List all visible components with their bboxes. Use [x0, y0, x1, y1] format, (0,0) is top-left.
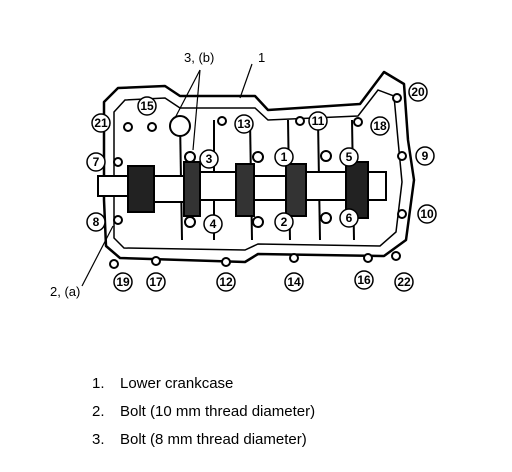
crankcase-inner-outline	[113, 89, 403, 251]
crankcase-outline	[102, 70, 416, 264]
bolt-label-22	[394, 272, 414, 292]
bolt-label-18	[370, 116, 390, 136]
legend-item: 2. Bolt (10 mm thread diameter)	[92, 398, 315, 426]
bolt-text-8: 8	[93, 215, 100, 229]
crankshaft	[97, 161, 387, 219]
crankcase-diagram: 1 2 3 4 5 6 7 8 9 10 11 12 13 14 15 16 1…	[50, 50, 437, 299]
legend-text: Lower crankcase	[120, 375, 234, 392]
bolt-label-20	[408, 82, 428, 102]
bolt-label-9	[415, 146, 435, 166]
bolt-label-7	[86, 152, 106, 172]
callout-3b: 3, (b)	[184, 50, 214, 65]
bolt-text-22: 22	[397, 275, 411, 289]
bolt-label-10	[417, 204, 437, 224]
bolt-label-1	[274, 147, 294, 167]
legend-item: 3. Bolt (8 mm thread diameter)	[92, 426, 315, 454]
bolt-text-15: 15	[140, 99, 154, 113]
legend-number: 1.	[92, 375, 105, 392]
legend-number: 3.	[92, 431, 105, 448]
bolt-label-2	[274, 212, 294, 232]
bolt-text-16: 16	[357, 273, 371, 287]
bolt-text-14: 14	[287, 275, 301, 289]
bolt-text-17: 17	[149, 275, 163, 289]
bolt-label-21	[91, 113, 111, 133]
bolt-text-2: 2	[281, 215, 288, 229]
bolt-label-13	[234, 114, 254, 134]
bolt-label-11	[308, 111, 328, 131]
bolt-label-16	[354, 270, 374, 290]
bolt-label-17	[146, 272, 166, 292]
bolt-label-15	[137, 96, 157, 116]
bolt-label-8	[86, 212, 106, 232]
legend-item: 1. Lower crankcase	[92, 370, 315, 398]
bolt-label-12	[216, 272, 236, 292]
callout-1: 1	[258, 50, 265, 65]
leader-lines	[81, 63, 253, 287]
bolt-text-7: 7	[93, 155, 100, 169]
bolt-label-texts: 1 2 3 4 5 6 7 8 9 10 11 12 13 14 15 16 1…	[93, 85, 434, 289]
bolt-label-4	[203, 214, 223, 234]
bolt-text-21: 21	[94, 116, 108, 130]
bolt-text-11: 11	[312, 114, 325, 128]
bolt-labels	[86, 82, 437, 292]
bolt-text-6: 6	[346, 211, 353, 225]
bolt-text-20: 20	[411, 85, 425, 99]
bolt-text-19: 19	[116, 275, 130, 289]
bolt-text-5: 5	[346, 150, 353, 164]
bolt-text-18: 18	[373, 119, 387, 133]
bolt-text-9: 9	[422, 149, 429, 163]
legend: 1. Lower crankcase 2. Bolt (10 mm thread…	[92, 370, 315, 454]
bolt-text-10: 10	[420, 207, 434, 221]
bolt-text-4: 4	[210, 217, 217, 231]
legend-number: 2.	[92, 403, 105, 420]
bolt-text-3: 3	[206, 152, 213, 166]
bolt-markers	[109, 93, 407, 269]
bolt-label-3	[199, 149, 219, 169]
legend-text: Bolt (8 mm thread diameter)	[120, 431, 307, 448]
bolt-label-14	[284, 272, 304, 292]
legend-text: Bolt (10 mm thread diameter)	[120, 403, 316, 420]
bolt-label-5	[339, 147, 359, 167]
bolt-text-1: 1	[281, 150, 288, 164]
bolt-text-12: 12	[219, 275, 233, 289]
bolt-text-13: 13	[237, 117, 251, 131]
callout-2a: 2, (a)	[50, 284, 80, 299]
bolt-label-6	[339, 208, 359, 228]
bolt-label-19	[113, 272, 133, 292]
